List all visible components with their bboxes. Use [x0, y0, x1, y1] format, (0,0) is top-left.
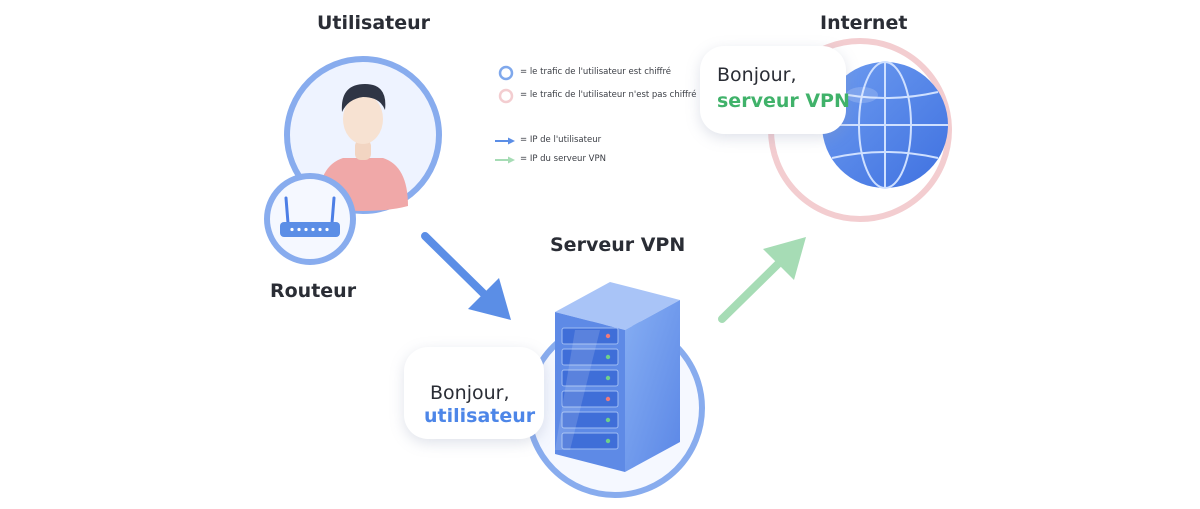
legend-unencrypted: = le trafic de l'utilisateur n'est pas c…: [520, 90, 697, 100]
internet-speech-bubble: Bonjour, serveur VPN: [700, 46, 850, 134]
legend-vpn-ip-arrow-icon: [495, 156, 515, 164]
server-bubble-line1: Bonjour,: [430, 382, 510, 404]
internet-bubble-line1: Bonjour,: [717, 64, 797, 86]
title-router: Routeur: [270, 280, 357, 302]
title-vpn-server: Serveur VPN: [550, 234, 686, 256]
title-user: Utilisateur: [317, 12, 431, 34]
title-internet: Internet: [820, 12, 908, 34]
legend-user-ip: = IP de l'utilisateur: [520, 135, 602, 145]
vpn-ip-arrow-icon: [718, 237, 806, 323]
server-speech-bubble: Bonjour, utilisateur: [404, 347, 544, 439]
legend-unencrypted-marker: [498, 88, 514, 104]
legend-markers: [495, 65, 515, 164]
server-bubble-line2: utilisateur: [424, 405, 536, 427]
legend-encrypted: = le trafic de l'utilisateur est chiffré: [520, 67, 672, 77]
server-rack-icon: [555, 282, 680, 472]
user-ip-arrow-icon: [421, 232, 511, 320]
router-icon: [280, 196, 340, 237]
server-node: [525, 282, 705, 498]
legend-encrypted-marker: [498, 65, 514, 81]
router-node: [264, 173, 356, 265]
legend-vpn-ip: = IP du serveur VPN: [520, 154, 606, 164]
legend-user-ip-arrow-icon: [495, 137, 515, 145]
internet-bubble-line2: serveur VPN: [717, 90, 850, 112]
globe-icon: [822, 61, 948, 189]
